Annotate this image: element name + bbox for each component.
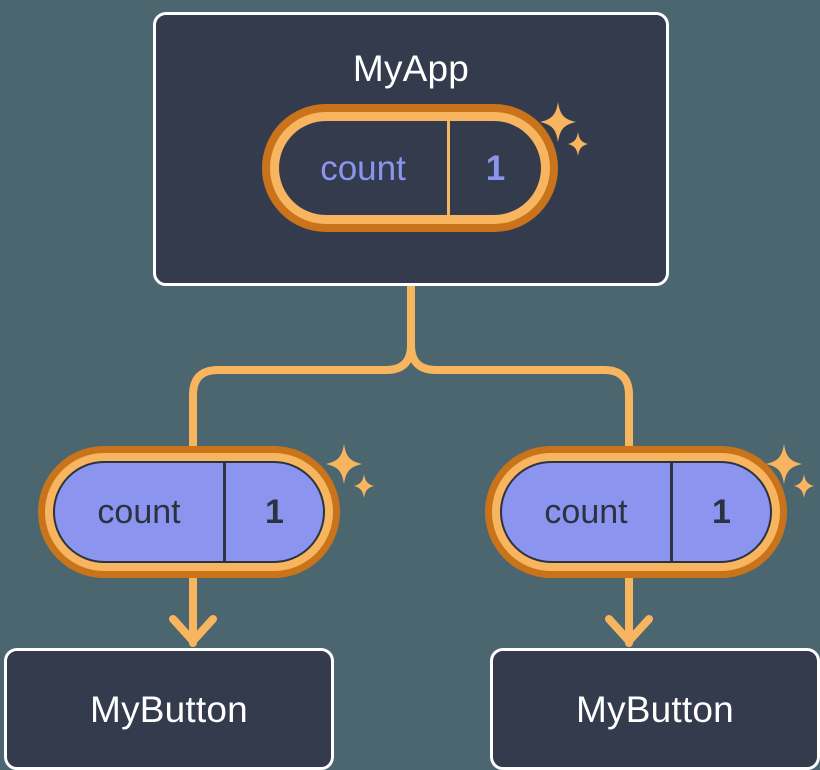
pill-face: count 1 [500,461,772,563]
sparkle-four-point-small-icon [794,474,814,498]
component-box-mybutton-left[interactable]: MyButton [4,648,334,770]
sparkle-four-point-small-icon [354,474,374,498]
pill-inner-ring: count 1 [270,112,550,224]
pill-face: count 1 [53,461,325,563]
tree-branch-connector-icon [189,282,415,456]
pill-outer-ring: count 1 [485,446,787,578]
state-key-label: count [320,148,406,188]
state-pill-right[interactable]: count 1 [485,446,787,578]
component-box-mybutton-right[interactable]: MyButton [490,648,820,770]
state-key-label: count [544,493,628,531]
page-title: MyApp [352,48,470,89]
pill-outer-ring: count 1 [38,446,340,578]
tree-branch-connector-right-icon [407,282,633,456]
state-pill-myapp[interactable]: count 1 [262,104,558,232]
state-value-label: 1 [447,121,541,215]
component-title-label: MyButton [90,688,248,730]
state-value-label: 1 [223,463,323,561]
state-key-label: count [97,493,181,531]
arrow-down-icon [169,574,217,647]
pill-face: count 1 [279,121,541,215]
state-value-label: 1 [670,463,770,561]
state-pill-left[interactable]: count 1 [38,446,340,578]
component-title-label: MyButton [576,688,734,730]
pill-inner-ring: count 1 [492,453,780,571]
pill-inner-ring: count 1 [45,453,333,571]
arrow-down-right-icon [605,574,653,647]
pill-outer-ring: count 1 [262,104,558,232]
